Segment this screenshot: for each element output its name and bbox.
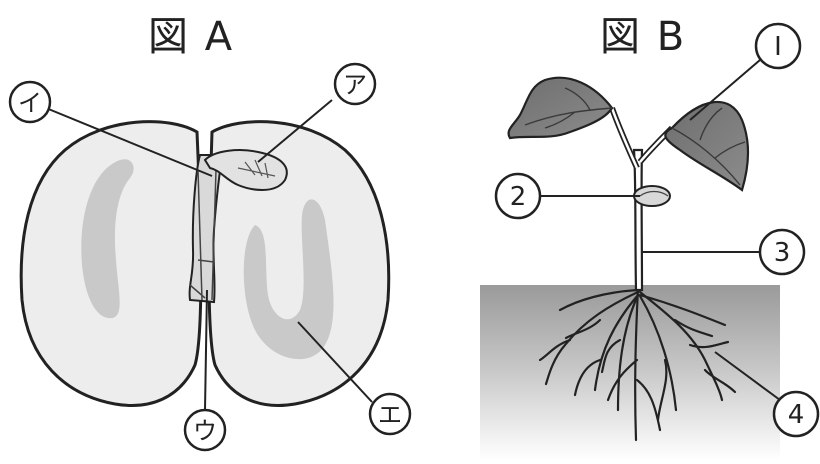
- label-1-text: Ⅰ: [774, 32, 782, 62]
- leaf-left: [509, 78, 612, 138]
- leader-line-u: [205, 290, 207, 410]
- figure-b-seedling: Ⅰ 2 3 4: [480, 24, 818, 460]
- label-u: ウ: [185, 410, 225, 450]
- label-u-text: ウ: [193, 417, 217, 445]
- label-a-text: ア: [343, 71, 367, 99]
- label-i-text: イ: [18, 89, 42, 117]
- label-1: Ⅰ: [756, 24, 800, 68]
- stem: [634, 150, 642, 290]
- label-4: 4: [774, 392, 818, 436]
- petiole-left-inner: [612, 108, 637, 168]
- label-2: 2: [496, 174, 540, 218]
- label-e-text: エ: [378, 401, 402, 429]
- soil-area: [480, 285, 780, 460]
- label-3-text: 3: [774, 238, 791, 268]
- label-4-text: 4: [788, 400, 805, 430]
- label-i: イ: [10, 82, 50, 122]
- figure-a-seed: ア イ ウ エ: [10, 64, 410, 450]
- label-e: エ: [370, 394, 410, 434]
- label-2-text: 2: [510, 182, 527, 212]
- label-3: 3: [760, 230, 804, 274]
- label-a: ア: [335, 64, 375, 104]
